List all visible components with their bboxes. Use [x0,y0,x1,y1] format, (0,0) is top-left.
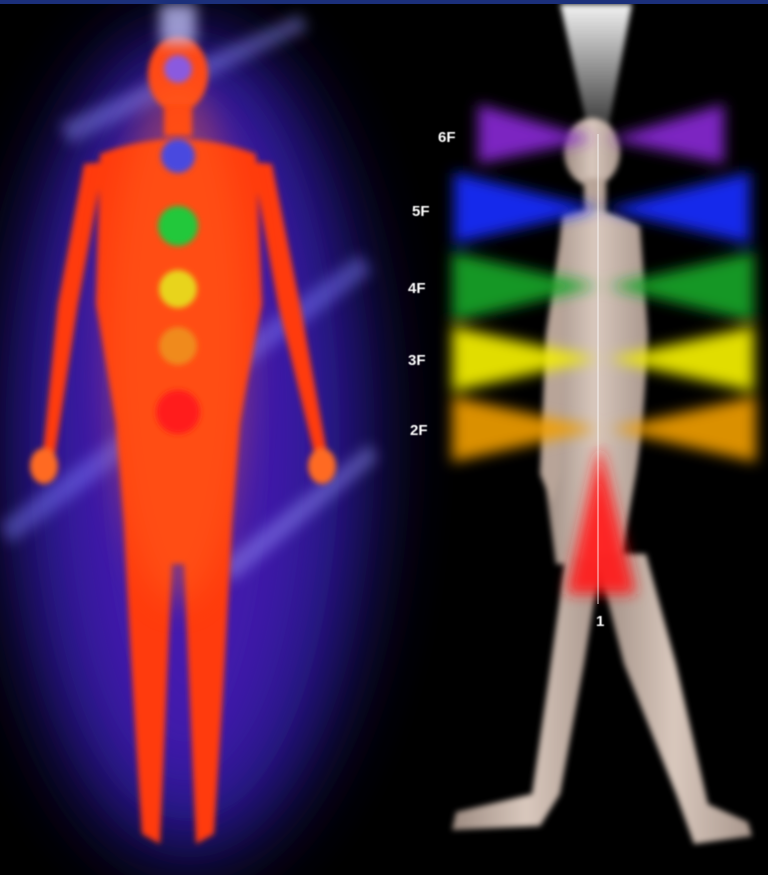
sacral-orb [159,327,197,365]
label-1: 1 [596,613,604,630]
label-6f: 6F [438,129,456,146]
label-4f: 4F [408,280,426,297]
crown-light [160,4,196,44]
aura-figure [0,4,378,864]
label-3f: 3F [408,352,426,369]
crown-orb [164,55,192,83]
root-orb [156,390,200,434]
heart-orb [158,206,198,246]
solar-plexus-orb [159,270,197,308]
label-2f: 2F [410,422,428,439]
aura-chakra-illustration: 6F 5F 4F 3F 2F 1 [0,4,768,875]
label-5f: 5F [412,203,430,220]
chakra-diagram-figure: 6F 5F 4F 3F 2F 1 [408,4,756,844]
throat-orb [161,139,195,173]
